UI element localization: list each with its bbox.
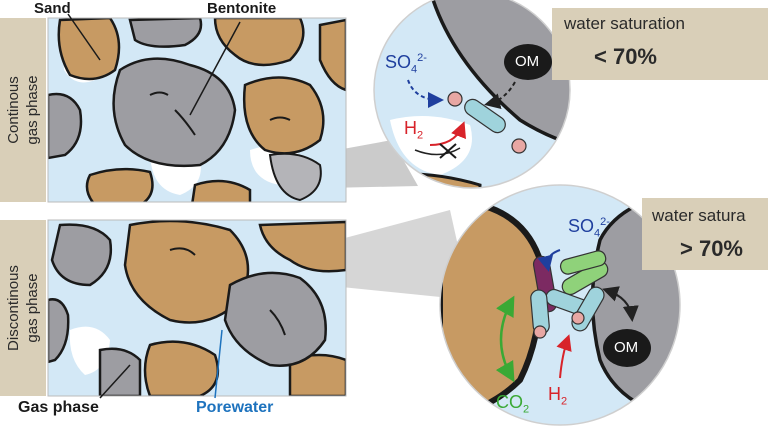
- side-label-line: Discontinous: [5, 265, 22, 351]
- co2-label: CO2: [496, 392, 530, 416]
- sulfate-label: SO42-: [385, 52, 427, 76]
- sand-grain: [213, 18, 305, 67]
- bacterium: [464, 98, 506, 134]
- condition-box-top: water saturation < 70%: [552, 8, 768, 80]
- sulfate-site: [447, 91, 463, 107]
- hydrogen-flow-arrow: [556, 334, 572, 379]
- porewater-label: Porewater: [196, 399, 274, 416]
- om-blob: [504, 44, 552, 80]
- sand-leader-line: [67, 13, 101, 61]
- sulfate-flow-arrow: [407, 79, 444, 108]
- bentonite-grain: [50, 223, 113, 287]
- condition-title: water saturation: [564, 14, 685, 33]
- gas-phase-leader-line: [99, 364, 131, 399]
- blocked-reaction-arrow: [414, 147, 461, 156]
- hydrogen-label: H2: [548, 384, 568, 408]
- side-label-line: gas phase: [24, 75, 41, 145]
- sand-grain: [191, 179, 252, 202]
- condition-box-bottom: water satura > 70%: [642, 198, 768, 270]
- porewater-leader-line: [214, 329, 223, 399]
- bentonite-grain: [98, 347, 142, 396]
- sand-grain: [243, 76, 325, 155]
- hydrogen-flow-arrow: [429, 121, 466, 146]
- top-grain-panel: [47, 17, 347, 203]
- condition-value: > 70%: [680, 236, 743, 261]
- sulfate-flow-arrow: [537, 249, 561, 272]
- om-label: OM: [515, 53, 540, 70]
- side-label-continous: Continous gas phase: [0, 18, 46, 202]
- sand-grain: [143, 340, 220, 396]
- bacterium: [559, 250, 607, 275]
- bentonite-grain: [112, 57, 237, 168]
- bentonite-leader-line: [189, 21, 241, 116]
- hydrogen-site: [511, 138, 527, 154]
- bentonite-grain: [223, 271, 327, 367]
- x-mark-icon: [439, 143, 457, 159]
- bentonite-grain: [268, 152, 322, 202]
- sand-label: Sand: [34, 0, 71, 17]
- hydrogen-label: H2: [404, 118, 424, 142]
- sand-grain: [258, 220, 346, 273]
- om-blob: [603, 329, 651, 367]
- bentonite-label: Bentonite: [207, 0, 277, 17]
- gas-phase-label: Gas phase: [18, 399, 99, 416]
- reaction-site: [533, 325, 547, 339]
- condition-value: < 70%: [594, 44, 657, 69]
- side-label-line: gas phase: [24, 273, 41, 343]
- bentonite-grain: [48, 298, 70, 364]
- sulfate-label: SO42-: [568, 216, 610, 240]
- side-label-discontinous: Discontinous gas phase: [0, 220, 46, 396]
- condition-title: water satura: [652, 206, 746, 225]
- reaction-site: [571, 311, 585, 325]
- om-flow-arrow: [602, 286, 639, 322]
- sand-grain: [57, 18, 121, 81]
- bentonite-grain: [48, 92, 83, 160]
- co2-flow-arrow: [495, 295, 515, 383]
- bottom-magnifier: [439, 184, 681, 426]
- bentonite-grain: [128, 18, 203, 48]
- om-flow-arrow: [484, 81, 516, 110]
- bottom-grain-panel: [47, 219, 347, 397]
- side-label-line: Continous: [5, 76, 22, 144]
- om-label: OM: [614, 339, 639, 356]
- sand-grain: [85, 167, 154, 202]
